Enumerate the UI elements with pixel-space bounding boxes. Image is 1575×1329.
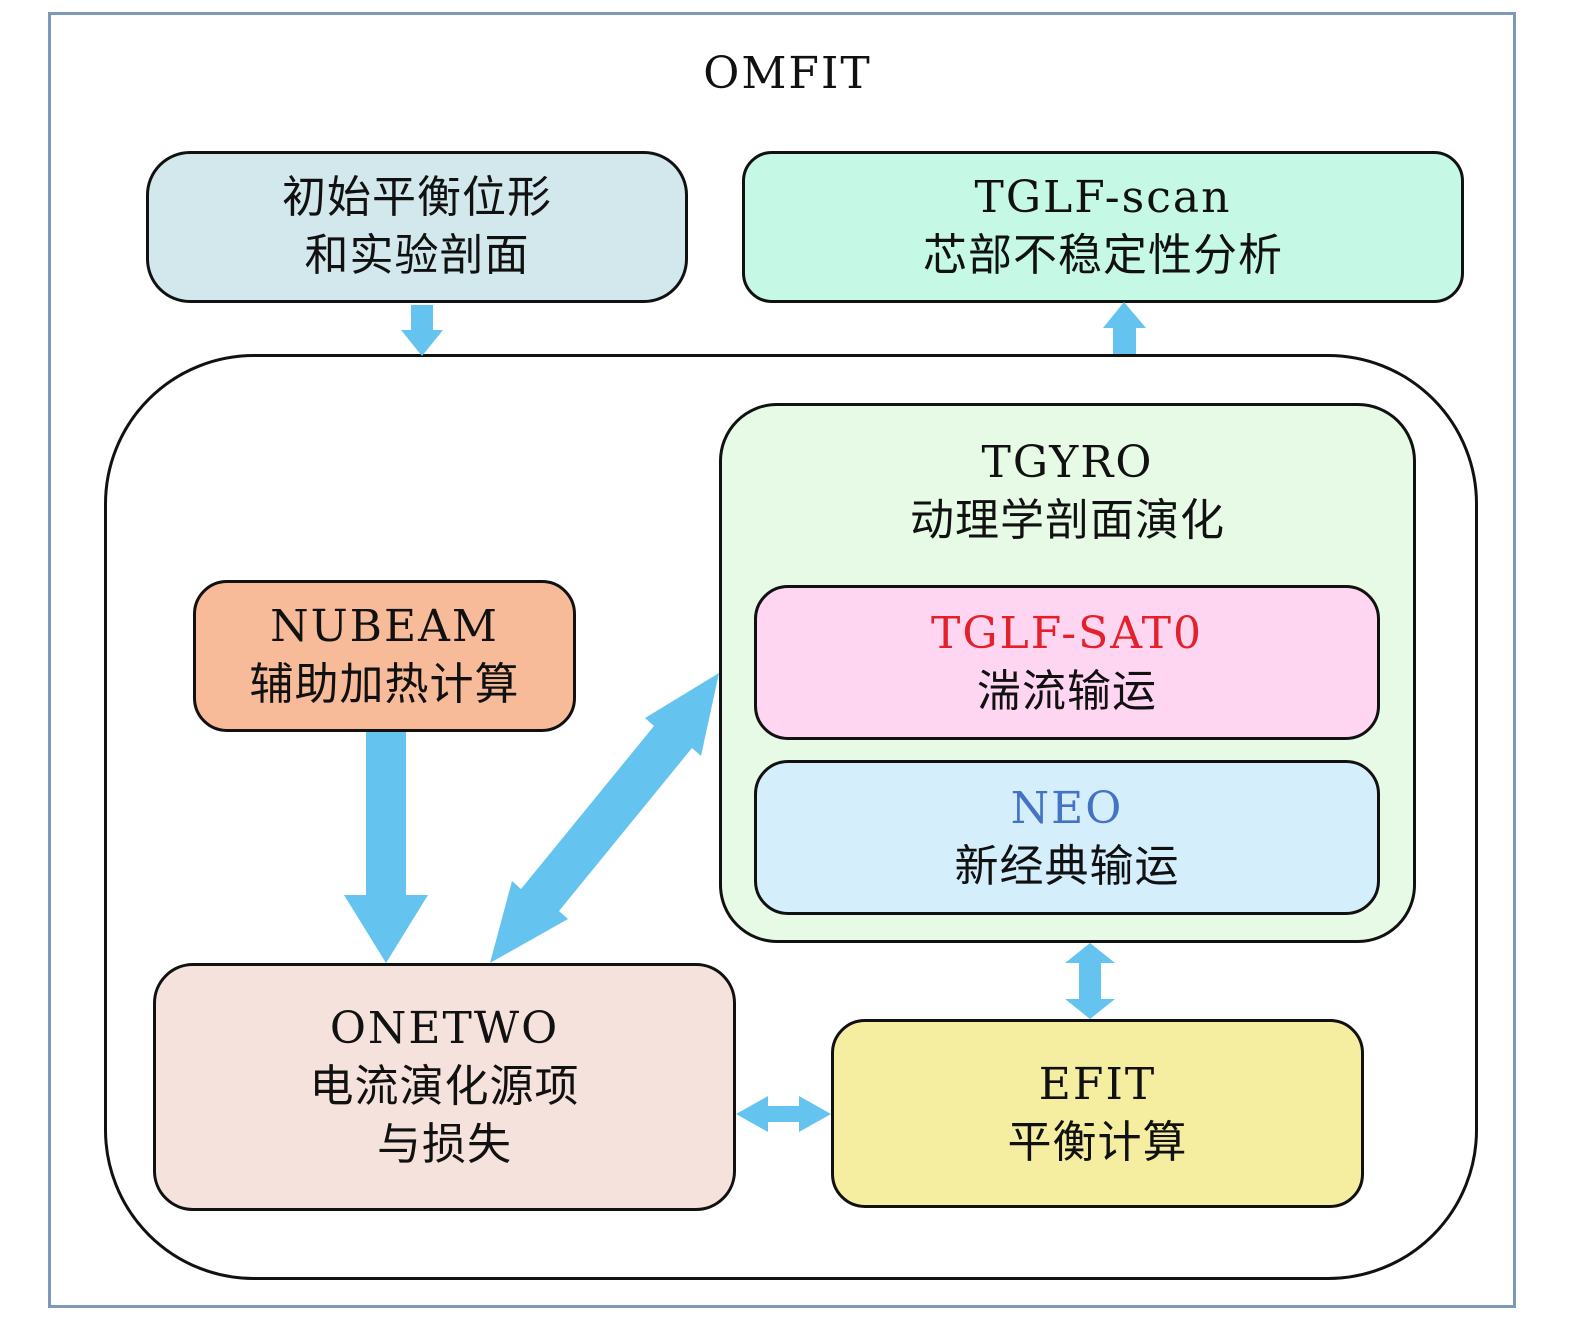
tglf-scan-title: TGLF-scan <box>974 172 1232 223</box>
diagram-title: OMFIT <box>703 48 872 99</box>
nubeam-title: NUBEAM <box>270 601 499 652</box>
onetwo-subtitle-line1: 电流演化源项 <box>309 1061 580 1112</box>
efit-title: EFIT <box>1038 1058 1157 1110</box>
tglf-sat0-title: TGLF-SAT0 <box>931 607 1203 659</box>
init-line2: 和实验剖面 <box>304 230 530 281</box>
tglf-scan-subtitle: 芯部不稳定性分析 <box>923 230 1283 281</box>
onetwo-title: ONETWO <box>329 1003 560 1054</box>
outer-frame <box>48 12 1516 1308</box>
initial-equilibrium-box: 初始平衡位形 和实验剖面 <box>146 151 688 303</box>
tglf-sat0-subtitle: 湍流输运 <box>977 665 1157 717</box>
tgyro-title: TGYRO <box>981 437 1154 488</box>
nubeam-subtitle: 辅助加热计算 <box>249 659 520 710</box>
onetwo-box: ONETWO 电流演化源项 与损失 <box>153 963 736 1211</box>
efit-subtitle: 平衡计算 <box>1007 1116 1188 1168</box>
tglf-sat0-box: TGLF-SAT0 湍流输运 <box>754 585 1380 740</box>
onetwo-subtitle-line2: 与损失 <box>377 1119 512 1170</box>
neo-subtitle: 新经典输运 <box>954 840 1180 892</box>
nubeam-box: NUBEAM 辅助加热计算 <box>193 580 576 732</box>
neo-box: NEO 新经典输运 <box>754 760 1380 915</box>
init-line1: 初始平衡位形 <box>282 172 552 223</box>
tglf-scan-box: TGLF-scan 芯部不稳定性分析 <box>742 151 1464 303</box>
tgyro-subtitle: 动理学剖面演化 <box>910 495 1225 546</box>
efit-box: EFIT 平衡计算 <box>831 1019 1364 1208</box>
neo-title: NEO <box>1010 782 1124 834</box>
